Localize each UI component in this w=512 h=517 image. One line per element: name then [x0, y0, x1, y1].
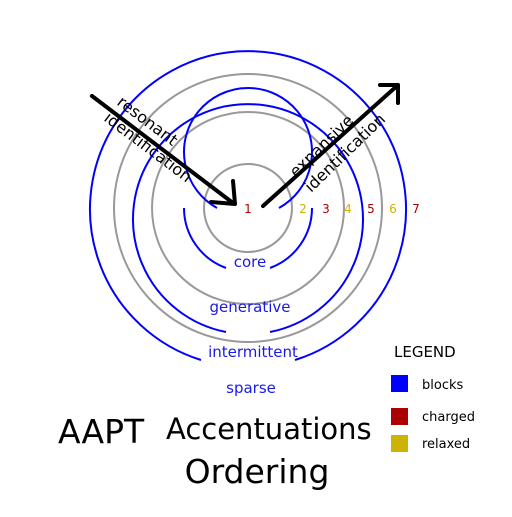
ring-2 — [183, 87, 313, 209]
ring-label-intermittent: intermittent — [208, 343, 298, 361]
ring-label-core: core — [234, 253, 267, 271]
legend-swatch-charged — [391, 408, 408, 425]
expansive-arrow — [261, 83, 400, 208]
legend-label-charged: charged — [422, 410, 475, 425]
ring-number-2: 2 — [299, 202, 307, 216]
ring-number-7: 7 — [412, 202, 420, 216]
legend-label-relaxed: relaxed — [422, 437, 470, 452]
ring-2-lower — [183, 207, 227, 269]
ring-1 — [203, 163, 293, 253]
title-aapt: AAPT — [58, 412, 145, 451]
ring-4 — [132, 103, 364, 333]
title-ordering: Ordering — [185, 452, 330, 491]
legend-swatch-relaxed — [391, 435, 408, 452]
legend-swatch-blocks — [391, 375, 408, 392]
title-accentuations: Accentuations — [166, 412, 372, 446]
ring-number-4: 4 — [344, 202, 352, 216]
ring-3 — [151, 111, 345, 305]
ring-6 — [89, 50, 407, 361]
ring-number-3: 3 — [322, 202, 330, 216]
ring-numbers: 1 2 3 4 5 6 7 — [244, 202, 420, 216]
ring-number-6: 6 — [389, 202, 397, 216]
ring-2-lower-right — [269, 207, 313, 269]
legend: LEGEND blocks charged relaxed — [391, 343, 475, 452]
ring-label-generative: generative — [210, 298, 291, 316]
legend-label-blocks: blocks — [422, 378, 463, 393]
ring-number-1: 1 — [244, 202, 252, 216]
legend-title: LEGEND — [394, 343, 456, 361]
ring-label-sparse: sparse — [226, 379, 276, 397]
ring-number-5: 5 — [367, 202, 375, 216]
ring-5 — [113, 73, 383, 343]
resonant-arrow — [90, 94, 237, 206]
